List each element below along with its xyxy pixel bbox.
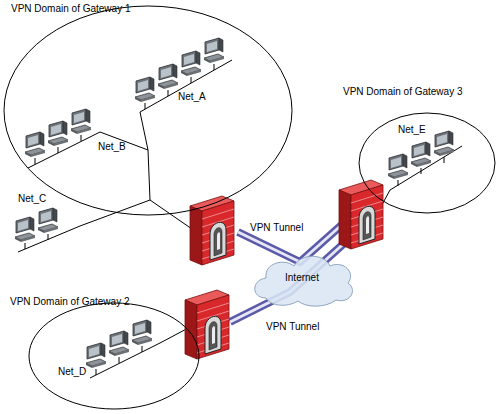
network-label: Net_E xyxy=(398,124,426,135)
internet-cloud: Internet xyxy=(246,248,358,308)
domain-ellipse-shape xyxy=(4,6,292,215)
network-wire xyxy=(18,200,150,252)
network-label: Net_C xyxy=(18,193,46,204)
network-wire xyxy=(25,243,26,249)
domain-heading: VPN Domain of Gateway 1 xyxy=(11,3,131,14)
computer-icon xyxy=(109,331,129,356)
computer-icon xyxy=(135,77,155,102)
network-wire xyxy=(168,90,169,96)
computer-icon xyxy=(434,131,454,156)
network-label: Net_D xyxy=(58,366,86,377)
network-wire xyxy=(35,158,36,164)
computer-icon xyxy=(204,38,224,63)
vpn-domain: VPN Domain of Gateway 2 xyxy=(28,302,200,410)
network-wire xyxy=(191,77,192,83)
network-wire xyxy=(214,64,215,70)
firewall-gateway xyxy=(185,290,229,359)
network-label: Net_A xyxy=(178,91,206,102)
network-wire xyxy=(142,346,143,352)
network-wire xyxy=(48,234,49,240)
computer-icon xyxy=(15,217,35,242)
network-wire xyxy=(145,103,146,109)
computer-icon xyxy=(48,121,68,146)
computer-icon xyxy=(158,64,178,89)
network-wire xyxy=(58,147,59,153)
network-wire xyxy=(96,369,97,375)
network-wire xyxy=(444,157,445,163)
computer-icon xyxy=(86,343,106,368)
computer-icon xyxy=(25,132,45,157)
domain-ellipse-shape xyxy=(29,303,199,409)
firewall-gateway xyxy=(339,180,383,249)
computer-icon xyxy=(411,142,431,167)
computer-icon xyxy=(181,51,201,76)
computer-icon xyxy=(38,208,58,233)
tunnel-label: VPN Tunnel xyxy=(266,321,319,332)
domain-ellipse xyxy=(28,302,200,410)
computer-icon xyxy=(132,320,152,345)
tunnel-label: VPN Tunnel xyxy=(250,222,303,233)
domain-ellipse xyxy=(358,112,496,214)
domain-ellipse xyxy=(3,5,293,216)
network-wire xyxy=(81,135,82,141)
computer-icon xyxy=(388,154,408,179)
domain-heading: VPN Domain of Gateway 2 xyxy=(10,296,130,307)
network-wire xyxy=(398,180,399,186)
domain-heading: VPN Domain of Gateway 3 xyxy=(343,86,463,97)
domain-ellipse-shape xyxy=(359,113,495,213)
network-label: Net_B xyxy=(98,141,126,152)
network-wire xyxy=(119,357,120,363)
firewall-gateway xyxy=(190,196,234,265)
cloud-label: Internet xyxy=(246,272,358,283)
network-wire xyxy=(28,132,148,168)
computer-icon xyxy=(71,109,91,134)
network-wire xyxy=(421,168,422,174)
vpn-domain: VPN Domain of Gateway 1 xyxy=(3,5,293,216)
vpn-domain: VPN Domain of Gateway 3 xyxy=(358,112,496,214)
